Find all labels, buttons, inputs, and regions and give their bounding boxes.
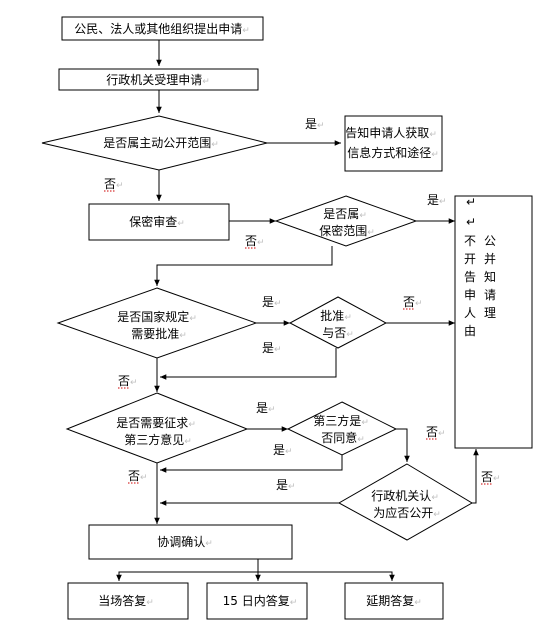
accept-label: 行政机关受理申请↵ — [106, 73, 210, 87]
agency-decide-decision: 行政机关认↵ 为应否公开↵ — [337, 463, 473, 541]
third-party-decision: 是否需要征求↵ 第三方意见↵ — [65, 392, 249, 464]
coordinate-label: 协调确认↵ — [157, 534, 213, 549]
return-mark: ↵ — [205, 539, 213, 549]
reply-immediate-box: 当场答复↵ — [67, 582, 189, 620]
inform-channel-label: 告知申请人获取↵ 信息方式和途径↵ — [345, 126, 440, 160]
proactive-label: 是否属主动公开范围↵ — [103, 136, 219, 150]
reply-immediate-label: 当场答复↵ — [98, 593, 154, 608]
reply-15days-label: 15 日内答复↵ — [223, 593, 298, 608]
return-mark: ↵ — [466, 195, 476, 209]
approval-decision: 是否国家规定↵ 需要批准↵ — [56, 287, 258, 359]
branch-label-no: 否↵ — [128, 469, 148, 483]
secrecy-review-box: 保密审查↵ — [88, 203, 230, 241]
not-public-char: 申 — [464, 288, 476, 302]
not-public-char: 请 — [484, 288, 496, 302]
return-mark: ↵ — [466, 215, 476, 229]
agency-decide-label: 行政机关认↵ 为应否公开↵ — [371, 489, 442, 520]
third-party-agree-label: 第三方是↵ 否同意↵ — [313, 413, 372, 445]
return-mark: ↵ — [184, 437, 192, 447]
branch-label-yes: 是↵ — [273, 443, 293, 457]
return-mark: ↵ — [242, 26, 250, 36]
apply-label: 公民、法人或其他组织提出申请↵ — [74, 21, 250, 36]
not-public-char: 告 — [464, 270, 476, 284]
branch-label-no: 否↵ — [104, 177, 124, 191]
not-public-char: 由 — [464, 324, 476, 338]
not-public-char: 公 — [484, 234, 496, 248]
return-mark: ↵ — [189, 314, 197, 324]
branch-label-no: 否↵ — [118, 374, 138, 388]
approve-decision: 批准↵ 与否↵ — [288, 296, 388, 349]
branch-labels: 是↵ 否↵ 是↵ 否↵ 是↵ 是↵ 否↵ 否↵ 是↵ 是↵ 否↵ 否↵ 是↵ 否↵ — [104, 117, 501, 492]
secrecy-review-label: 保密审查↵ — [129, 214, 185, 229]
accept-box: 行政机关受理申请↵ — [58, 68, 259, 91]
approve-label: 批准↵ 与否↵ — [320, 308, 355, 340]
return-mark: ↵ — [179, 331, 187, 341]
return-mark: ↵ — [211, 140, 219, 150]
branch-label-yes: 是↵ — [262, 341, 282, 355]
return-mark: ↵ — [431, 493, 439, 503]
connectors — [116, 40, 479, 581]
reply-15days-box: 15 日内答复↵ — [206, 582, 308, 620]
return-mark: ↵ — [414, 598, 422, 608]
branch-label-yes: 是↵ — [262, 295, 282, 309]
return-mark: ↵ — [431, 150, 439, 160]
coordinate-box: 协调确认↵ — [88, 524, 293, 560]
not-public-char: 知 — [484, 270, 496, 284]
third-party-label: 是否需要征求↵ 第三方意见↵ — [116, 416, 199, 447]
branch-label-yes: 是↵ — [305, 117, 325, 131]
return-mark: ↵ — [188, 420, 196, 430]
return-mark: ↵ — [357, 435, 365, 445]
return-mark: ↵ — [346, 330, 354, 340]
branch-label-yes: 是↵ — [276, 478, 296, 492]
reply-extend-box: 延期答复↵ — [344, 582, 444, 620]
not-public-char: 不 — [464, 234, 476, 248]
branch-label-no: 否↵ — [403, 295, 423, 309]
secret-label: 是否属↵ 保密范围↵ — [319, 207, 375, 238]
branch-label-yes: 是↵ — [427, 193, 447, 207]
not-public-char: 人 — [464, 306, 476, 320]
return-mark: ↵ — [433, 510, 441, 520]
proactive-decision: 是否属主动公开范围↵ — [41, 115, 268, 171]
return-mark: ↵ — [359, 211, 367, 221]
inform-channel-box: 告知申请人获取↵ 信息方式和途径↵ — [344, 115, 443, 172]
return-mark: ↵ — [290, 598, 298, 608]
return-mark: ↵ — [146, 598, 154, 608]
return-mark: ↵ — [429, 130, 437, 140]
return-mark: ↵ — [177, 219, 185, 229]
return-mark: ↵ — [344, 313, 352, 323]
branch-label-yes: 是↵ — [256, 401, 276, 415]
branch-label-no: 否↵ — [481, 470, 501, 484]
apply-box: 公民、法人或其他组织提出申请↵ — [61, 16, 264, 41]
return-mark: ↵ — [367, 228, 375, 238]
secret-decision: 是否属↵ 保密范围↵ — [274, 195, 418, 247]
return-mark: ↵ — [202, 77, 210, 87]
not-public-char: 理 — [484, 306, 496, 320]
branch-label-no: 否↵ — [245, 234, 265, 248]
not-public-char: 开 — [464, 252, 476, 266]
third-party-agree-decision: 第三方是↵ 否同意↵ — [286, 401, 398, 456]
not-public-char: 并 — [484, 252, 496, 266]
branch-label-no: 否↵ — [426, 425, 446, 439]
approval-label: 是否国家规定↵ 需要批准↵ — [117, 309, 200, 341]
return-mark: ↵ — [361, 418, 369, 428]
reply-extend-label: 延期答复↵ — [366, 593, 422, 608]
